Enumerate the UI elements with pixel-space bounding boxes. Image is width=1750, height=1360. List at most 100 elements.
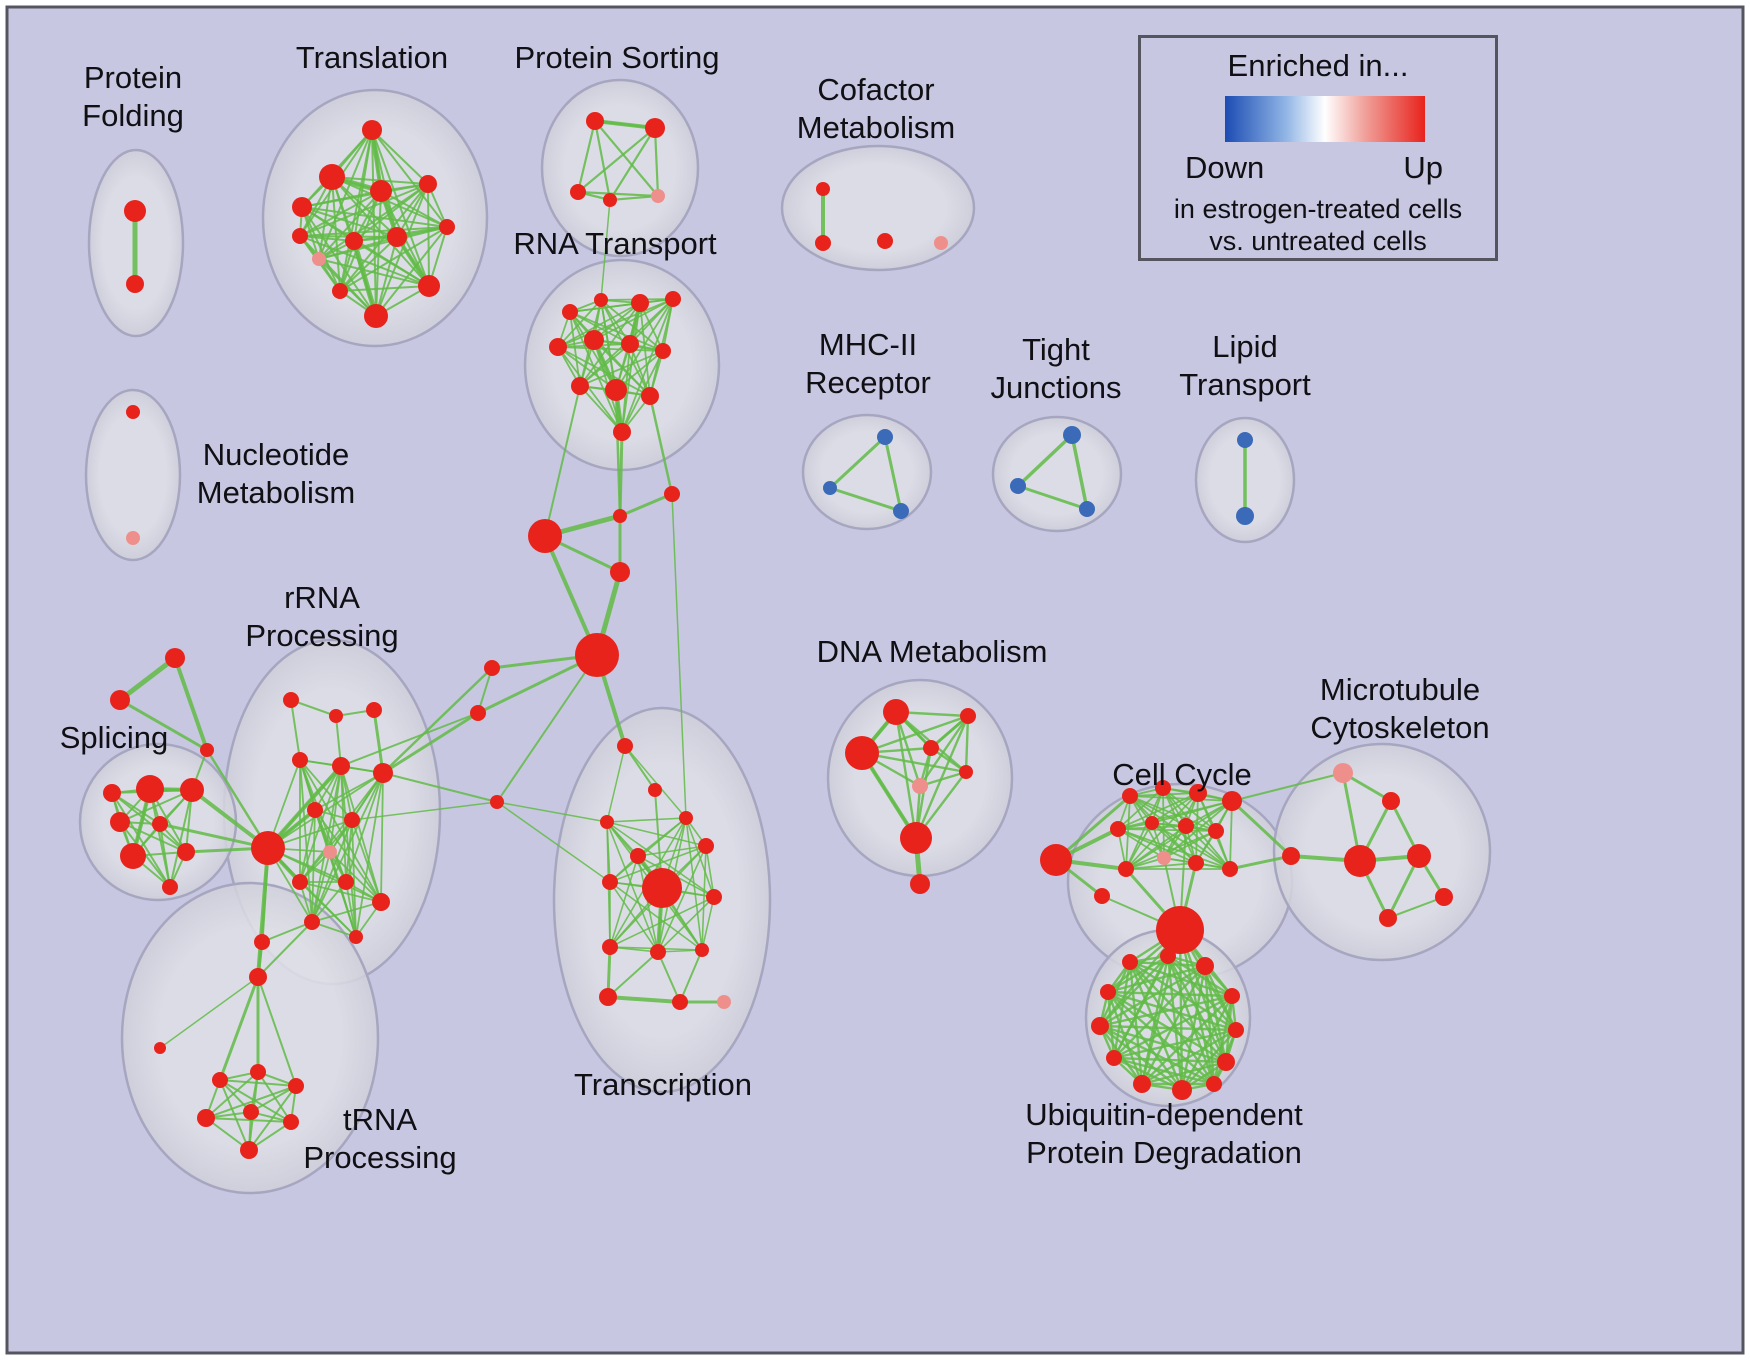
node-rt8: [655, 343, 671, 359]
network-edge: [576, 119, 597, 194]
node-ub2: [1160, 948, 1176, 964]
network-edge: [1016, 433, 1074, 488]
network-edge: [1166, 954, 1238, 1032]
node-tc8: [698, 838, 714, 854]
node-mt7: [1379, 909, 1397, 927]
node-rr2: [329, 709, 343, 723]
network-edge: [657, 896, 715, 953]
node-rt6: [584, 330, 604, 350]
network-edge: [1125, 825, 1187, 870]
network-edge: [1129, 795, 1231, 870]
network-edge: [311, 881, 347, 923]
node-tc7: [642, 868, 682, 908]
node-rr6: [373, 763, 393, 783]
network-edge: [351, 238, 379, 319]
cluster-label-cell-cycle: Cell Cycle: [1112, 757, 1252, 792]
network-edge: [653, 126, 660, 198]
cluster-label-translation: Translation: [296, 40, 448, 75]
node-tc12: [695, 943, 709, 957]
node-cm3: [877, 233, 893, 249]
network-edge: [169, 789, 193, 888]
node-rt5: [549, 338, 567, 356]
network-edge: [1106, 990, 1238, 1032]
network-edge: [1129, 795, 1217, 832]
node-tl11: [364, 304, 388, 328]
network-edge: [205, 1071, 259, 1119]
network-edge: [624, 745, 656, 791]
legend-caption-line1: in estrogen-treated cells: [1173, 194, 1463, 224]
network-edge: [637, 845, 707, 857]
node-cc14: [1094, 888, 1110, 904]
node-ch2: [613, 509, 627, 523]
node-rr11: [292, 874, 308, 890]
node-lt2: [1236, 507, 1254, 525]
network-edge: [685, 817, 703, 951]
node-dm1: [883, 699, 909, 725]
node-cn1: [484, 660, 500, 676]
network-edge: [299, 809, 316, 883]
network-edge: [1229, 800, 1233, 870]
node-pf1: [124, 200, 146, 222]
node-tc2: [648, 783, 662, 797]
network-edge: [427, 183, 430, 287]
node-ps2: [645, 118, 665, 138]
network-edge: [339, 236, 398, 292]
node-dm4: [960, 708, 976, 724]
network-edge: [299, 235, 430, 287]
network-edge: [318, 176, 333, 260]
network-edge: [1129, 795, 1233, 802]
network-edge: [476, 653, 599, 715]
network-edge: [1151, 800, 1233, 824]
cluster-ellipse-trna-processing: [120, 881, 380, 1195]
node-rt11: [641, 387, 659, 405]
network-edge: [1140, 1060, 1228, 1086]
network-edge: [929, 714, 970, 750]
network-edge: [828, 435, 887, 490]
node-pf2: [126, 275, 144, 293]
network-edge: [1230, 799, 1293, 858]
network-edge: [382, 772, 498, 803]
network-edge: [219, 1079, 297, 1087]
network-edge: [609, 881, 703, 951]
network-edge: [380, 772, 384, 903]
network-edge: [576, 190, 660, 198]
node-mt5: [1407, 844, 1431, 868]
node-sp3: [103, 784, 121, 802]
network-edge: [205, 1117, 292, 1123]
node-tc6: [602, 874, 618, 890]
node-ta9: [240, 1141, 258, 1159]
node-mh3: [893, 503, 909, 519]
node-ub1: [1122, 954, 1138, 970]
node-ta6: [197, 1109, 215, 1127]
node-dm5: [912, 778, 928, 794]
network-edge: [1098, 1024, 1228, 1064]
node-cc7: [1145, 816, 1159, 830]
network-edge: [609, 896, 715, 948]
node-ta8: [283, 1114, 299, 1130]
node-tl10: [418, 275, 440, 297]
network-edge: [606, 995, 682, 1004]
network-edge: [828, 486, 903, 513]
network-edge: [257, 976, 297, 1087]
node-tc9: [706, 889, 722, 905]
node-sp8: [162, 879, 178, 895]
node-rr3: [366, 702, 382, 718]
legend-gradient-bar: [1225, 96, 1425, 142]
network-edge: [557, 346, 623, 433]
node-ch1: [664, 486, 680, 502]
network-edge: [1054, 794, 1132, 862]
network-edge: [1112, 1028, 1238, 1060]
node-rr5: [332, 757, 350, 775]
node-ta5: [288, 1078, 304, 1094]
node-rr10: [323, 845, 337, 859]
node-rr7: [307, 802, 323, 818]
node-cc1: [1040, 844, 1072, 876]
network-edge: [883, 435, 903, 513]
network-edge: [557, 302, 641, 348]
